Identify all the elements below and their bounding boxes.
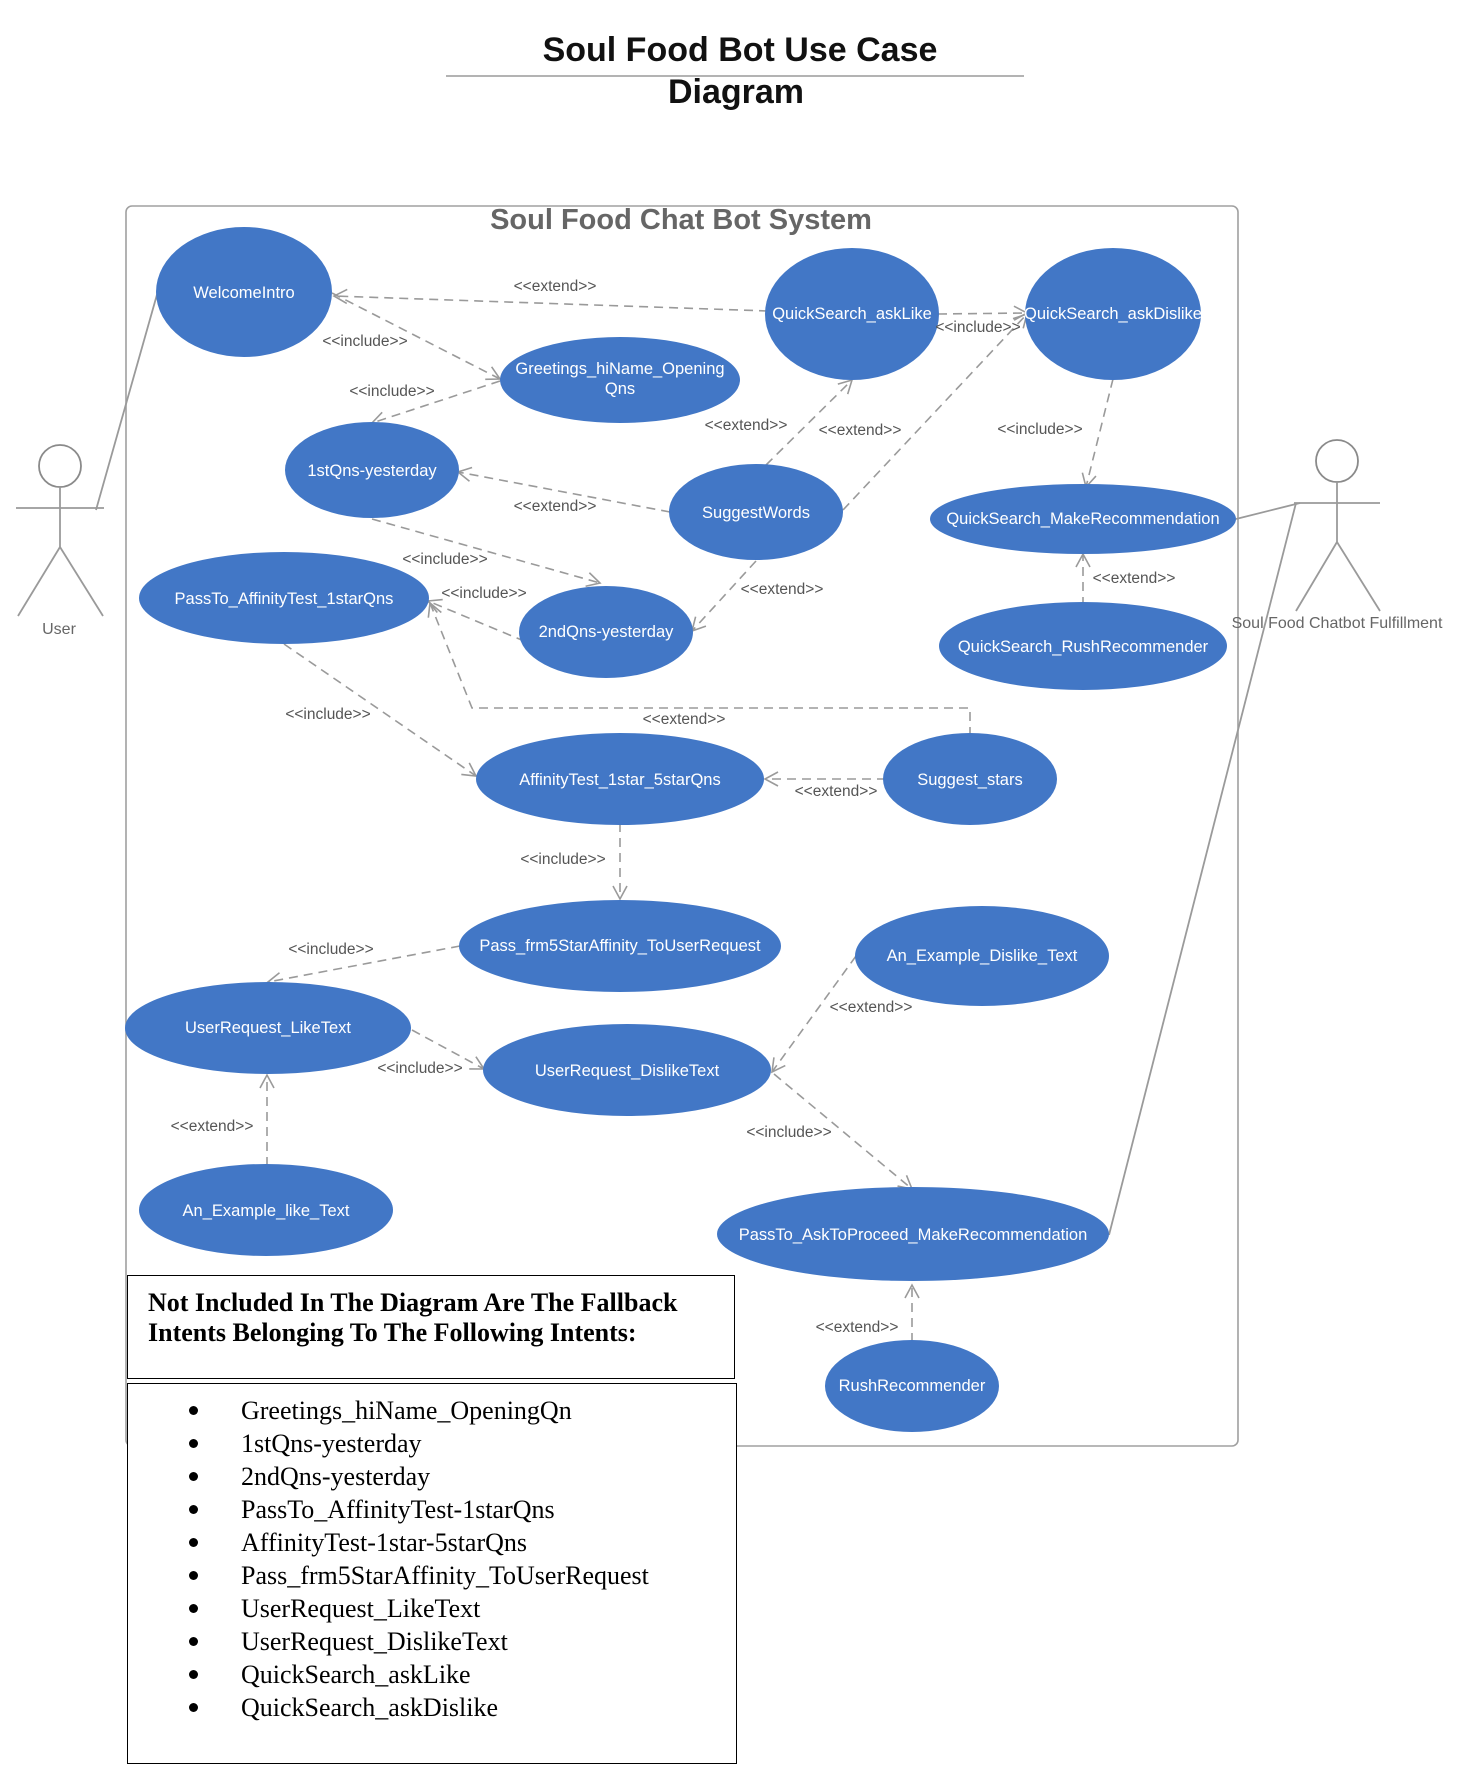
use-case-userrequest-disliketext [483, 1024, 771, 1116]
list-item: Pass_frm5StarAffinity_ToUserRequest [189, 1559, 736, 1592]
system-title: Soul Food Chat Bot System [490, 204, 872, 236]
fulfillment-association-proceed [1108, 502, 1297, 1236]
use-case-passto-asktoproceed [717, 1187, 1109, 1281]
list-item: QuickSearch_askDislike [189, 1691, 736, 1724]
bullet-icon [189, 1538, 198, 1547]
user-actor [16, 444, 104, 617]
use-case-2nd-qns [519, 586, 693, 678]
fulfillment-actor-label: Soul Food Chatbot Fulfillment [1232, 615, 1443, 632]
use-case-suggest-stars-label: Suggest_stars [917, 771, 1022, 789]
use-case-greetings-label-line2: Qns [605, 380, 635, 398]
fallback-note-heading-line1: Not Included In The Diagram Are The Fall… [148, 1288, 678, 1317]
rel-label-include: <<include>> [997, 421, 1082, 438]
rel-label-include: <<include>> [746, 1124, 831, 1141]
use-case-quicksearch-askdislike-label: QuickSearch_askDislike [1024, 305, 1202, 323]
use-case-affinitytest-label: AffinityTest_1star_5starQns [519, 771, 720, 789]
use-case-pass-frm5star-label: Pass_frm5StarAffinity_ToUserRequest [479, 937, 761, 955]
fallback-note: Not Included In The Diagram Are The Fall… [127, 1275, 737, 1764]
use-case-suggest-words-label: SuggestWords [702, 504, 810, 522]
use-case-rush-recommender-qs-label: QuickSearch_RushRecommender [958, 638, 1209, 656]
bullet-icon [189, 1670, 198, 1679]
fallback-intent-list: Greetings_hiName_OpeningQn 1stQns-yester… [128, 1394, 736, 1724]
use-case-userrequest-liketext [125, 982, 411, 1074]
rel-label-extend: <<extend>> [1093, 570, 1176, 587]
bullet-icon [189, 1604, 198, 1613]
rel-label-include: <<include>> [377, 1060, 462, 1077]
rel-label-include: <<include>> [322, 333, 407, 350]
bullet-icon [189, 1439, 198, 1448]
rel-label-include: <<include>> [402, 551, 487, 568]
use-case-1st-qns [285, 422, 459, 518]
use-case-welcome-intro-label: WelcomeIntro [193, 284, 294, 302]
fallback-note-heading-line2: Intents Belonging To The Following Inten… [148, 1318, 637, 1347]
rel-label-extend: <<extend>> [514, 498, 597, 515]
bullet-icon [189, 1472, 198, 1481]
list-item: UserRequest_DislikeText [189, 1625, 736, 1658]
rel-label-include: <<include>> [288, 941, 373, 958]
use-case-rushrecommender-label: RushRecommender [839, 1377, 986, 1395]
rel-label-include: <<include>> [935, 319, 1020, 336]
bullet-icon [189, 1406, 198, 1415]
rel-label-extend: <<extend>> [643, 711, 726, 728]
fallback-note-list-box: Greetings_hiName_OpeningQn 1stQns-yester… [127, 1383, 737, 1764]
bullet-icon [189, 1571, 198, 1580]
use-case-passto-affinitytest [139, 552, 429, 644]
rel-label-extend: <<extend>> [741, 581, 824, 598]
fulfillment-actor [1294, 439, 1381, 612]
use-case-quicksearch-asklike-label: QuickSearch_askLike [772, 305, 932, 323]
rel-label-extend: <<extend>> [171, 1118, 254, 1135]
list-item: PassTo_AffinityTest-1starQns [189, 1493, 736, 1526]
rel-label-extend: <<extend>> [514, 278, 597, 295]
relationship-lines [259, 288, 1114, 1342]
use-case-passto-affinitytest-label: PassTo_AffinityTest_1starQns [175, 590, 394, 608]
list-item: 2ndQns-yesterday [189, 1460, 736, 1493]
rel-label-include: <<include>> [441, 585, 526, 602]
rel-label-extend: <<extend>> [795, 783, 878, 800]
use-case-suggest-words [669, 464, 843, 560]
rel-label-include: <<include>> [520, 851, 605, 868]
list-item: UserRequest_LikeText [189, 1592, 736, 1625]
bullet-icon [189, 1505, 198, 1514]
bullet-icon [189, 1703, 198, 1712]
use-case-userrequest-liketext-label: UserRequest_LikeText [185, 1019, 351, 1037]
use-case-rush-recommender-qs [939, 602, 1227, 690]
diagram-title-line2: Diagram [668, 73, 804, 111]
use-case-rushrecommender [825, 1340, 999, 1432]
use-case-affinitytest [476, 733, 764, 825]
use-case-pass-frm5star [459, 900, 781, 992]
use-case-2nd-qns-label: 2ndQns-yesterday [539, 623, 675, 641]
diagram-title-line1: Soul Food Bot Use Case [543, 31, 938, 69]
user-association [95, 290, 159, 511]
list-item: 1stQns-yesterday [189, 1427, 736, 1460]
rel-label-extend: <<extend>> [705, 417, 788, 434]
use-case-example-like-label: An_Example_like_Text [183, 1202, 350, 1220]
use-case-quicksearch-asklike [765, 248, 939, 380]
use-case-example-dislike-label: An_Example_Dislike_Text [887, 947, 1078, 965]
use-case-passto-asktoproceed-label: PassTo_AskToProceed_MakeRecommendation [739, 1226, 1088, 1244]
fallback-note-heading: Not Included In The Diagram Are The Fall… [127, 1275, 735, 1379]
rel-label-include: <<include>> [349, 383, 434, 400]
use-case-suggest-stars [883, 733, 1057, 825]
user-actor-label: User [42, 621, 76, 638]
use-case-welcome-intro [156, 227, 332, 357]
use-case-make-recommendation-label: QuickSearch_MakeRecommendation [946, 510, 1219, 528]
rel-label-extend: <<extend>> [819, 422, 902, 439]
fulfillment-association-recommendation [1235, 502, 1301, 520]
use-case-example-like [139, 1164, 393, 1256]
rel-label-include: <<include>> [285, 706, 370, 723]
use-case-1st-qns-label: 1stQns-yesterday [307, 462, 437, 480]
use-case-example-dislike [855, 906, 1109, 1006]
list-item: Greetings_hiName_OpeningQn [189, 1394, 736, 1427]
use-case-quicksearch-askdislike [1025, 248, 1201, 380]
use-case-make-recommendation [930, 484, 1236, 554]
rel-label-extend: <<extend>> [830, 999, 913, 1016]
list-item: AffinityTest-1star-5starQns [189, 1526, 736, 1559]
use-case-userrequest-disliketext-label: UserRequest_DislikeText [535, 1062, 720, 1080]
use-case-greetings-label-line1: Greetings_hiName_Opening [515, 360, 724, 378]
list-item: QuickSearch_askLike [189, 1658, 736, 1691]
bullet-icon [189, 1637, 198, 1646]
use-case-greetings [500, 337, 740, 423]
rel-label-extend: <<extend>> [816, 1319, 899, 1336]
